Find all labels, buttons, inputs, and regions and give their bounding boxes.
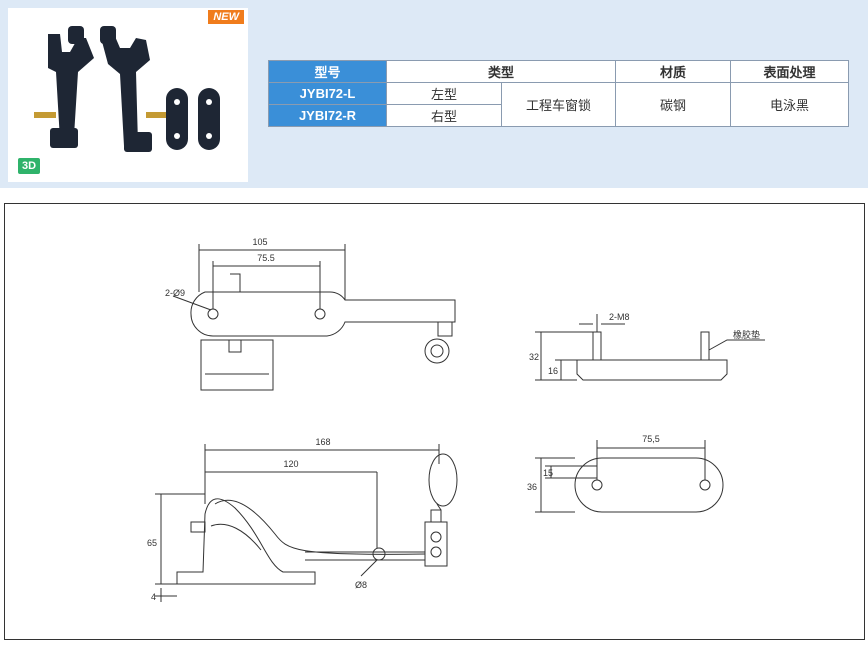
header-type: 类型 bbox=[386, 60, 616, 83]
header-model: 型号 bbox=[268, 60, 387, 83]
badge-3d: 3D bbox=[18, 158, 41, 174]
spec-header-row: 型号 类型 材质 表面处理 bbox=[268, 60, 849, 83]
technical-drawing: 105 75.5 2-Ø9 168 120 65 4 Ø8 2-M8 32 16… bbox=[4, 203, 865, 640]
bolt-right-icon bbox=[146, 112, 168, 118]
variant-cell: 右型 bbox=[386, 104, 502, 127]
dim-65: 65 bbox=[147, 538, 157, 548]
table-row: JYBI72-L 左型 工程车窗锁 碳钢 电泳黑 bbox=[268, 82, 849, 127]
dim-15: 15 bbox=[543, 468, 553, 478]
header-finish: 表面处理 bbox=[730, 60, 849, 83]
dim-d8: Ø8 bbox=[355, 580, 367, 590]
type-cell: 工程车窗锁 bbox=[501, 82, 616, 127]
dim-168: 168 bbox=[315, 437, 330, 447]
drawing-canvas: 105 75.5 2-Ø9 168 120 65 4 Ø8 2-M8 32 16… bbox=[147, 237, 765, 602]
table-row: JYBI72-R 右型 bbox=[268, 104, 849, 127]
dim-105: 105 bbox=[252, 237, 267, 247]
spec-table: 型号 类型 材质 表面处理 JYBI72-L 左型 工程车窗锁 碳钢 电泳黑 J… bbox=[268, 60, 849, 127]
dim-hole: 2-Ø9 bbox=[165, 288, 185, 298]
header-material: 材质 bbox=[615, 60, 731, 83]
dim-4: 4 bbox=[151, 592, 156, 602]
dim-75-5-pad: 75,5 bbox=[642, 434, 660, 444]
product-photo: NEW 3D bbox=[8, 8, 248, 182]
latch-right-icon bbox=[100, 26, 152, 152]
variant-cell: 左型 bbox=[386, 82, 502, 105]
dim-32: 32 bbox=[529, 352, 539, 362]
dim-16: 16 bbox=[548, 366, 558, 376]
model-cell: JYBI72-L bbox=[268, 82, 387, 105]
rubber-pad-icon bbox=[166, 88, 220, 150]
bolt-left-icon bbox=[34, 112, 56, 118]
dim-thread: 2-M8 bbox=[609, 312, 630, 322]
new-badge: NEW bbox=[208, 10, 244, 24]
pad-label: 橡胶垫 bbox=[733, 329, 760, 340]
dim-75-5: 75.5 bbox=[257, 253, 275, 263]
material-cell: 碳钢 bbox=[615, 82, 731, 127]
model-cell: JYBI72-R bbox=[268, 104, 387, 127]
product-photo-illustration bbox=[34, 26, 220, 152]
finish-cell: 电泳黑 bbox=[730, 82, 849, 127]
dim-36: 36 bbox=[527, 482, 537, 492]
dim-120: 120 bbox=[283, 459, 298, 469]
latch-left-icon bbox=[48, 26, 94, 148]
